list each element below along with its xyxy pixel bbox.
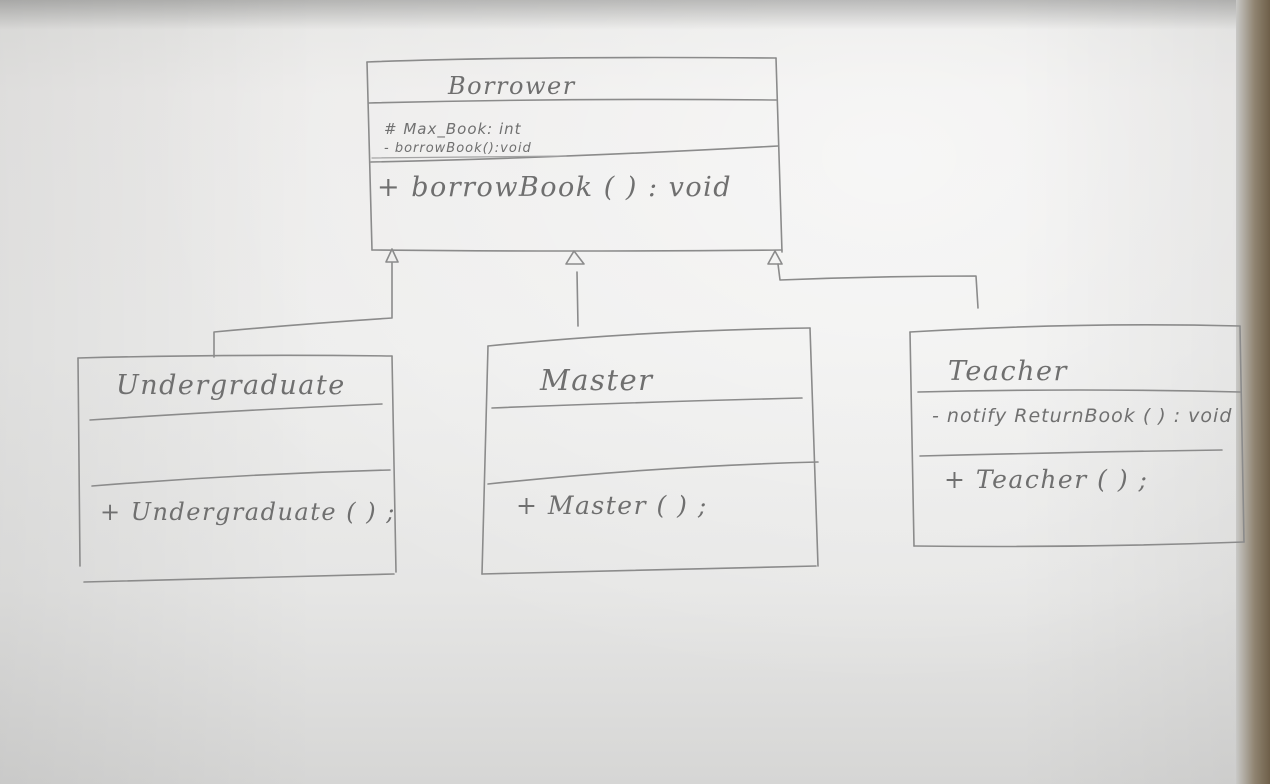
master-box-bottom (481, 565, 817, 575)
borrower-underline (371, 155, 567, 159)
undergraduate-attr-divider (91, 469, 391, 487)
master-name: Master (539, 363, 654, 397)
borrower-box-right (775, 57, 783, 253)
class-teacher: Teacher - notify ReturnBook ( ) : void +… (909, 324, 1245, 548)
teacher-attr-divider (919, 449, 1223, 457)
undergraduate-name: Undergraduate (116, 370, 346, 401)
class-undergraduate: Undergraduate + Undergraduate ( ) ; (77, 354, 397, 583)
undergraduate-box-left (77, 357, 81, 567)
teacher-box-bottom (913, 541, 1245, 548)
master-box-top (487, 327, 811, 347)
connector-master (576, 271, 579, 327)
generalization-connectors (213, 262, 979, 358)
borrower-box-top (366, 56, 777, 63)
borrower-name: Borrower (447, 72, 576, 100)
teacher-box-right (1239, 325, 1245, 543)
undergraduate-box-bottom (83, 573, 395, 583)
teacher-name-divider (917, 389, 1241, 393)
teacher-box-left (909, 331, 915, 547)
master-box-left (481, 345, 489, 575)
master-name-divider (491, 397, 803, 409)
teacher-method-1: + Teacher ( ) ; (944, 465, 1148, 494)
borrower-box-left (366, 61, 373, 251)
master-attr-divider (487, 461, 819, 485)
master-method-1: + Master ( ) ; (516, 491, 708, 520)
undergraduate-method-1: + Undergraduate ( ) ; (100, 498, 396, 526)
undergraduate-box-right (391, 355, 397, 573)
top-shadow (0, 0, 1270, 30)
borrower-attr-divider (370, 145, 779, 163)
undergraduate-box-top (77, 354, 393, 359)
connector-teacher (777, 263, 979, 309)
borrower-method-1: + borrowBook ( ) : void (377, 172, 732, 203)
borrower-attribute-1: # Max_Book: int (384, 120, 522, 139)
master-box-right (809, 327, 819, 567)
borrower-name-divider (368, 98, 777, 104)
inheritance-arrow-undergraduate (385, 248, 399, 263)
class-borrower: Borrower # Max_Book: int - borrowBook():… (366, 56, 783, 265)
connector-undergraduate (213, 262, 393, 358)
borrower-attribute-2: - borrowBook():void (384, 141, 532, 156)
teacher-box-top (909, 324, 1241, 333)
teacher-name: Teacher (948, 356, 1068, 387)
undergraduate-name-divider (89, 403, 383, 421)
teacher-attribute-1: - notify ReturnBook ( ) : void (932, 405, 1232, 427)
inheritance-arrow-teacher (767, 250, 783, 265)
inheritance-arrow-master (565, 250, 585, 265)
class-master: Master + Master ( ) ; (481, 327, 819, 575)
borrower-box-bottom (371, 249, 783, 252)
